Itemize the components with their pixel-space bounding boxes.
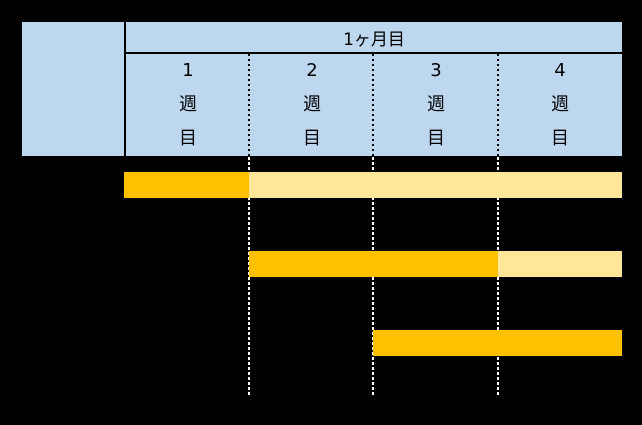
header-column-separator bbox=[496, 54, 499, 156]
week-header-cell-2: 2 週 目 bbox=[250, 54, 374, 156]
gantt-bar-segment bbox=[248, 172, 622, 198]
week-kanji-me: 目 bbox=[179, 128, 197, 149]
header-column-separator bbox=[372, 54, 374, 156]
month-header-label: 1ヶ月目 bbox=[343, 29, 405, 50]
week-kanji-me: 目 bbox=[427, 128, 445, 149]
gantt-bar-segment bbox=[124, 172, 249, 198]
week-header-cell-4: 4 週 目 bbox=[498, 54, 622, 156]
week-number: 4 bbox=[554, 60, 566, 81]
gantt-bar-segment bbox=[497, 251, 622, 277]
header-column-separator bbox=[247, 54, 250, 156]
corner-header-cell bbox=[22, 22, 124, 156]
week-kanji-shuu: 週 bbox=[427, 94, 445, 115]
week-kanji-shuu: 週 bbox=[303, 94, 321, 115]
week-header-cell-1: 1 週 目 bbox=[126, 54, 250, 156]
week-number: 1 bbox=[182, 60, 194, 81]
week-header-cell-3: 3 週 目 bbox=[374, 54, 498, 156]
gantt-bar-segment bbox=[248, 251, 498, 277]
week-kanji-shuu: 週 bbox=[179, 94, 197, 115]
week-kanji-me: 目 bbox=[303, 128, 321, 149]
gantt-bar-segment bbox=[373, 330, 622, 356]
month-header-cell: 1ヶ月目 bbox=[124, 22, 622, 54]
week-kanji-shuu: 週 bbox=[551, 94, 569, 115]
week-number: 3 bbox=[430, 60, 442, 81]
week-kanji-me: 目 bbox=[551, 128, 569, 149]
week-number: 2 bbox=[306, 60, 318, 81]
